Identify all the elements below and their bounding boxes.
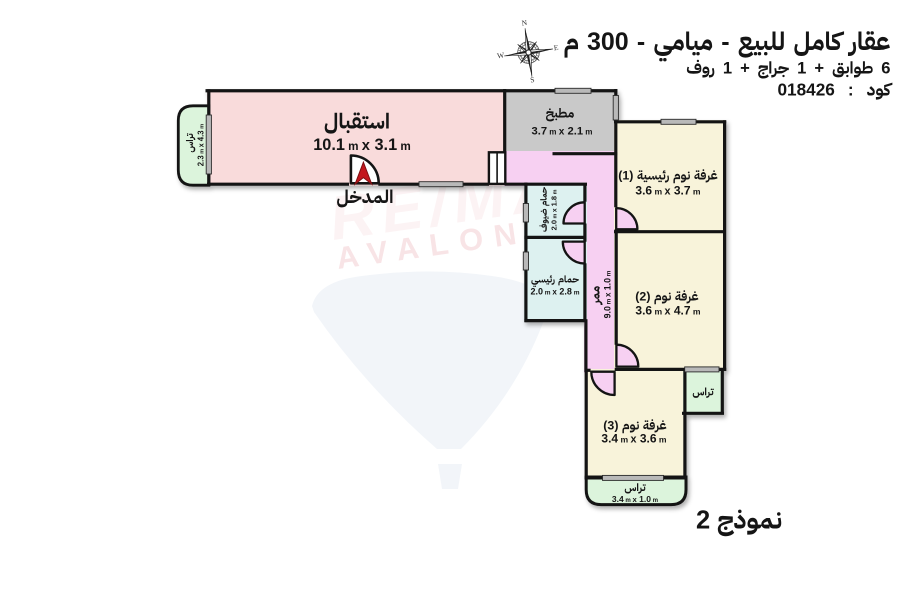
svg-text:018426: 018426 <box>778 80 835 100</box>
svg-text:S: S <box>530 75 535 84</box>
svg-text:(3): (3) <box>603 419 618 433</box>
svg-text:3.6 m x 3.7 m: 3.6 m x 3.7 m <box>635 184 701 198</box>
svg-text:6: 6 <box>881 59 890 78</box>
svg-text:-: - <box>721 28 729 56</box>
svg-text:-: - <box>637 28 645 56</box>
svg-text:W: W <box>496 50 505 60</box>
svg-text:2: 2 <box>696 507 710 535</box>
svg-text:2.3 m x 4.3 m: 2.3 m x 4.3 m <box>197 124 206 166</box>
svg-text:3.7 m x 2.1 m: 3.7 m x 2.1 m <box>531 126 592 138</box>
svg-text:(2): (2) <box>635 290 650 304</box>
svg-text:300: 300 <box>587 28 629 56</box>
svg-text:E: E <box>553 43 559 53</box>
svg-text:9.0 m x 1.0 m: 9.0 m x 1.0 m <box>603 270 613 318</box>
svg-text:N: N <box>521 18 528 28</box>
svg-text:1: 1 <box>797 59 806 78</box>
svg-text:10.1 m x 3.1 m: 10.1 m x 3.1 m <box>313 136 411 154</box>
svg-text:1: 1 <box>723 59 732 78</box>
svg-text:+: + <box>814 59 824 78</box>
svg-text::: : <box>848 80 854 100</box>
svg-text:+: + <box>740 59 750 78</box>
svg-text:3.6 m x 4.7 m: 3.6 m x 4.7 m <box>635 304 701 318</box>
svg-text:2.0 m x 2.8 m: 2.0 m x 2.8 m <box>530 287 579 297</box>
svg-text:3.4 m x 1.0 m: 3.4 m x 1.0 m <box>612 494 659 504</box>
svg-text:(1): (1) <box>618 169 633 183</box>
svg-text:3.4 m x 3.6 m: 3.4 m x 3.6 m <box>601 432 667 446</box>
svg-text:2.0 m x 1.8 m: 2.0 m x 1.8 m <box>550 189 559 230</box>
